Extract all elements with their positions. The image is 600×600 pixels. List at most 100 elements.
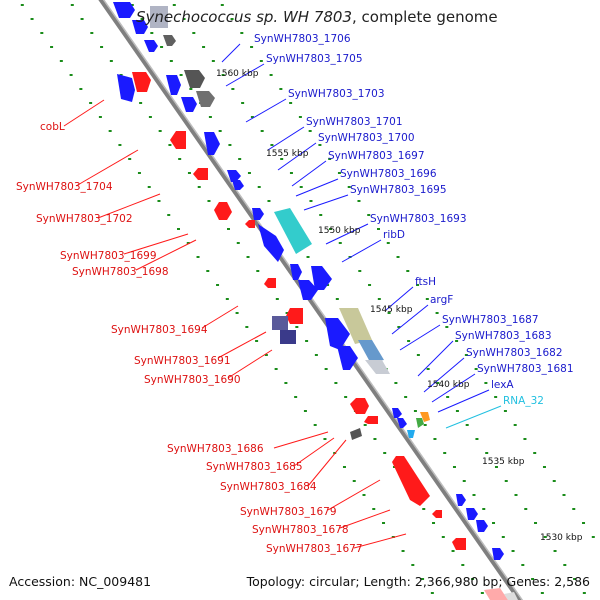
- gray-gene-feature[interactable]: [272, 316, 288, 330]
- forward-gene-label[interactable]: SynWH7803_1706: [254, 33, 351, 45]
- reverse-gene-feature[interactable]: [432, 510, 442, 518]
- khaki-gene-feature[interactable]: [339, 308, 372, 344]
- forward-gene-label[interactable]: SynWH7803_1687: [442, 314, 539, 326]
- forward-gene-feature[interactable]: [117, 74, 135, 102]
- forward-gene-feature[interactable]: [298, 280, 318, 300]
- forward-gene-feature[interactable]: [337, 346, 358, 370]
- forward-gene-label[interactable]: SynWH7803_1683: [455, 330, 552, 342]
- forward-gene-feature[interactable]: [227, 170, 241, 182]
- forward-gene-feature[interactable]: [144, 40, 158, 52]
- tick-dot: [430, 592, 434, 594]
- tick-dot: [319, 214, 323, 216]
- reverse-gene-label[interactable]: SynWH7803_1699: [60, 250, 157, 262]
- rna-label[interactable]: RNA_32: [503, 395, 544, 407]
- forward-gene-feature[interactable]: [392, 408, 402, 418]
- forward-gene-feature[interactable]: [181, 97, 197, 112]
- forward-gene-feature[interactable]: [132, 20, 148, 34]
- reverse-gene-label[interactable]: SynWH7803_1691: [134, 355, 231, 367]
- tick-dot: [240, 32, 244, 34]
- gray-gene-feature[interactable]: [365, 360, 390, 374]
- reverse-gene-feature[interactable]: [214, 202, 232, 220]
- forward-gene-feature[interactable]: [252, 208, 264, 220]
- reverse-gene-feature[interactable]: [170, 131, 186, 149]
- tick-dot: [404, 396, 408, 398]
- reverse-gene-feature[interactable]: [392, 456, 430, 506]
- forward-gene-label[interactable]: SynWH7803_1700: [318, 132, 415, 144]
- forward-gene-feature[interactable]: [204, 132, 220, 155]
- reverse-gene-label[interactable]: SynWH7803_1685: [206, 461, 303, 473]
- tick-dot: [264, 354, 268, 356]
- forward-gene-label[interactable]: SynWH7803_1696: [340, 168, 437, 180]
- forward-gene-label[interactable]: SynWH7803_1697: [328, 150, 425, 162]
- reverse-gene-leader-line: [327, 479, 381, 511]
- tick-dot: [241, 102, 245, 104]
- tick-dot: [485, 452, 489, 454]
- tick-dot: [383, 452, 387, 454]
- forward-gene-feature[interactable]: [290, 264, 302, 280]
- forward-gene-label[interactable]: argF: [430, 294, 453, 306]
- reverse-gene-label[interactable]: SynWH7803_1690: [144, 374, 241, 386]
- forward-gene-label[interactable]: SynWH7803_1703: [288, 88, 385, 100]
- forward-gene-feature[interactable]: [258, 224, 284, 262]
- tick-dot: [394, 382, 398, 384]
- gray-gene-feature[interactable]: [163, 35, 176, 46]
- tick-dot: [465, 424, 469, 426]
- forward-gene-label[interactable]: SynWH7803_1705: [266, 53, 363, 65]
- reverse-gene-label[interactable]: SynWH7803_1679: [240, 506, 337, 518]
- gray-gene-feature[interactable]: [184, 70, 205, 88]
- forward-gene-feature[interactable]: [325, 318, 350, 350]
- reverse-gene-label[interactable]: SynWH7803_1684: [220, 481, 317, 493]
- gray-gene-feature[interactable]: [350, 428, 362, 440]
- reverse-gene-feature[interactable]: [350, 398, 369, 414]
- reverse-gene-feature[interactable]: [364, 416, 378, 424]
- forward-gene-label[interactable]: ftsH: [415, 276, 436, 288]
- forward-gene-feature[interactable]: [466, 508, 478, 520]
- green-gene-feature[interactable]: [416, 418, 424, 428]
- reverse-gene-label[interactable]: cobL: [40, 121, 65, 133]
- tick-dot: [231, 88, 235, 90]
- tick-dot: [573, 578, 577, 580]
- reverse-gene-feature[interactable]: [264, 278, 276, 288]
- forward-gene-feature[interactable]: [397, 418, 407, 428]
- gray-gene-feature[interactable]: [504, 592, 518, 600]
- forward-gene-feature[interactable]: [232, 180, 244, 190]
- forward-gene-label[interactable]: lexA: [491, 379, 514, 391]
- gray-gene-feature[interactable]: [196, 91, 215, 107]
- forward-gene-feature[interactable]: [456, 494, 466, 506]
- gray-gene-feature[interactable]: [280, 330, 296, 344]
- reverse-gene-label[interactable]: SynWH7803_1702: [36, 213, 133, 225]
- forward-gene-label[interactable]: SynWH7803_1695: [350, 184, 447, 196]
- forward-gene-feature[interactable]: [476, 520, 488, 532]
- tick-dot: [260, 130, 264, 132]
- tick-dot: [474, 368, 478, 370]
- title-suffix: , complete genome: [352, 8, 498, 26]
- reverse-gene-label[interactable]: SynWH7803_1678: [252, 524, 349, 536]
- reverse-gene-label[interactable]: SynWH7803_1686: [167, 443, 264, 455]
- rna-feature[interactable]: [407, 430, 415, 438]
- forward-gene-label[interactable]: SynWH7803_1693: [370, 213, 467, 225]
- reverse-gene-feature[interactable]: [132, 72, 151, 92]
- forward-gene-label[interactable]: ribD: [383, 229, 405, 241]
- reverse-gene-feature[interactable]: [193, 168, 208, 180]
- tick-dot: [562, 494, 566, 496]
- forward-gene-label[interactable]: SynWH7803_1682: [466, 347, 563, 359]
- forward-gene-feature[interactable]: [166, 75, 181, 95]
- reverse-gene-feature[interactable]: [245, 220, 255, 228]
- steelblue-gene-feature[interactable]: [358, 340, 384, 362]
- orange-gene-feature[interactable]: [420, 412, 430, 422]
- tick-dot: [480, 592, 484, 594]
- reverse-gene-feature[interactable]: [286, 308, 303, 324]
- forward-gene-label[interactable]: SynWH7803_1701: [306, 116, 403, 128]
- reverse-gene-label[interactable]: SynWH7803_1694: [111, 324, 208, 336]
- reverse-gene-label[interactable]: SynWH7803_1704: [16, 181, 113, 193]
- forward-gene-label[interactable]: SynWH7803_1681: [477, 363, 574, 375]
- forward-gene-feature[interactable]: [311, 266, 332, 290]
- reverse-gene-label[interactable]: SynWH7803_1698: [72, 266, 169, 278]
- cyan-gene-feature[interactable]: [274, 208, 312, 254]
- forward-gene-feature[interactable]: [113, 2, 135, 18]
- forward-gene-feature[interactable]: [492, 548, 504, 560]
- gray-gene-feature[interactable]: [150, 6, 168, 28]
- reverse-gene-label[interactable]: SynWH7803_1677: [266, 543, 363, 555]
- reverse-gene-feature[interactable]: [452, 538, 466, 550]
- reverse-gene-feature[interactable]: [484, 588, 508, 600]
